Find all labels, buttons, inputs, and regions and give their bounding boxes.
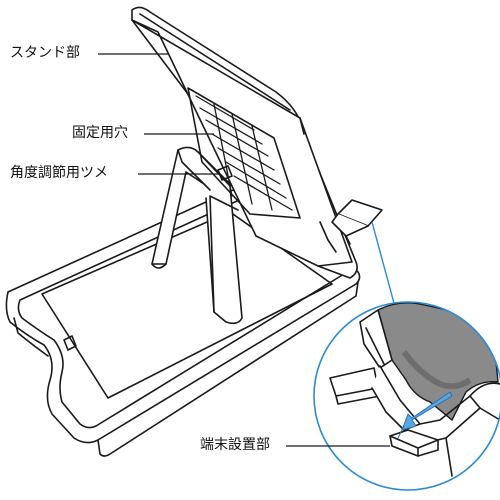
insert-arrow-icon xyxy=(401,391,453,431)
label-angle-tab: 角度調節用ツメ xyxy=(10,165,108,181)
label-stand: スタンド部 xyxy=(10,45,80,61)
label-device-mount: 端末設置部 xyxy=(200,437,270,453)
zoom-pointer-line xyxy=(371,221,399,319)
label-fixing-hole: 固定用穴 xyxy=(72,125,128,141)
gray-pad xyxy=(377,302,499,422)
zoom-detail xyxy=(313,301,500,491)
device-mount-tab xyxy=(319,199,383,253)
stand-panel xyxy=(131,6,358,279)
